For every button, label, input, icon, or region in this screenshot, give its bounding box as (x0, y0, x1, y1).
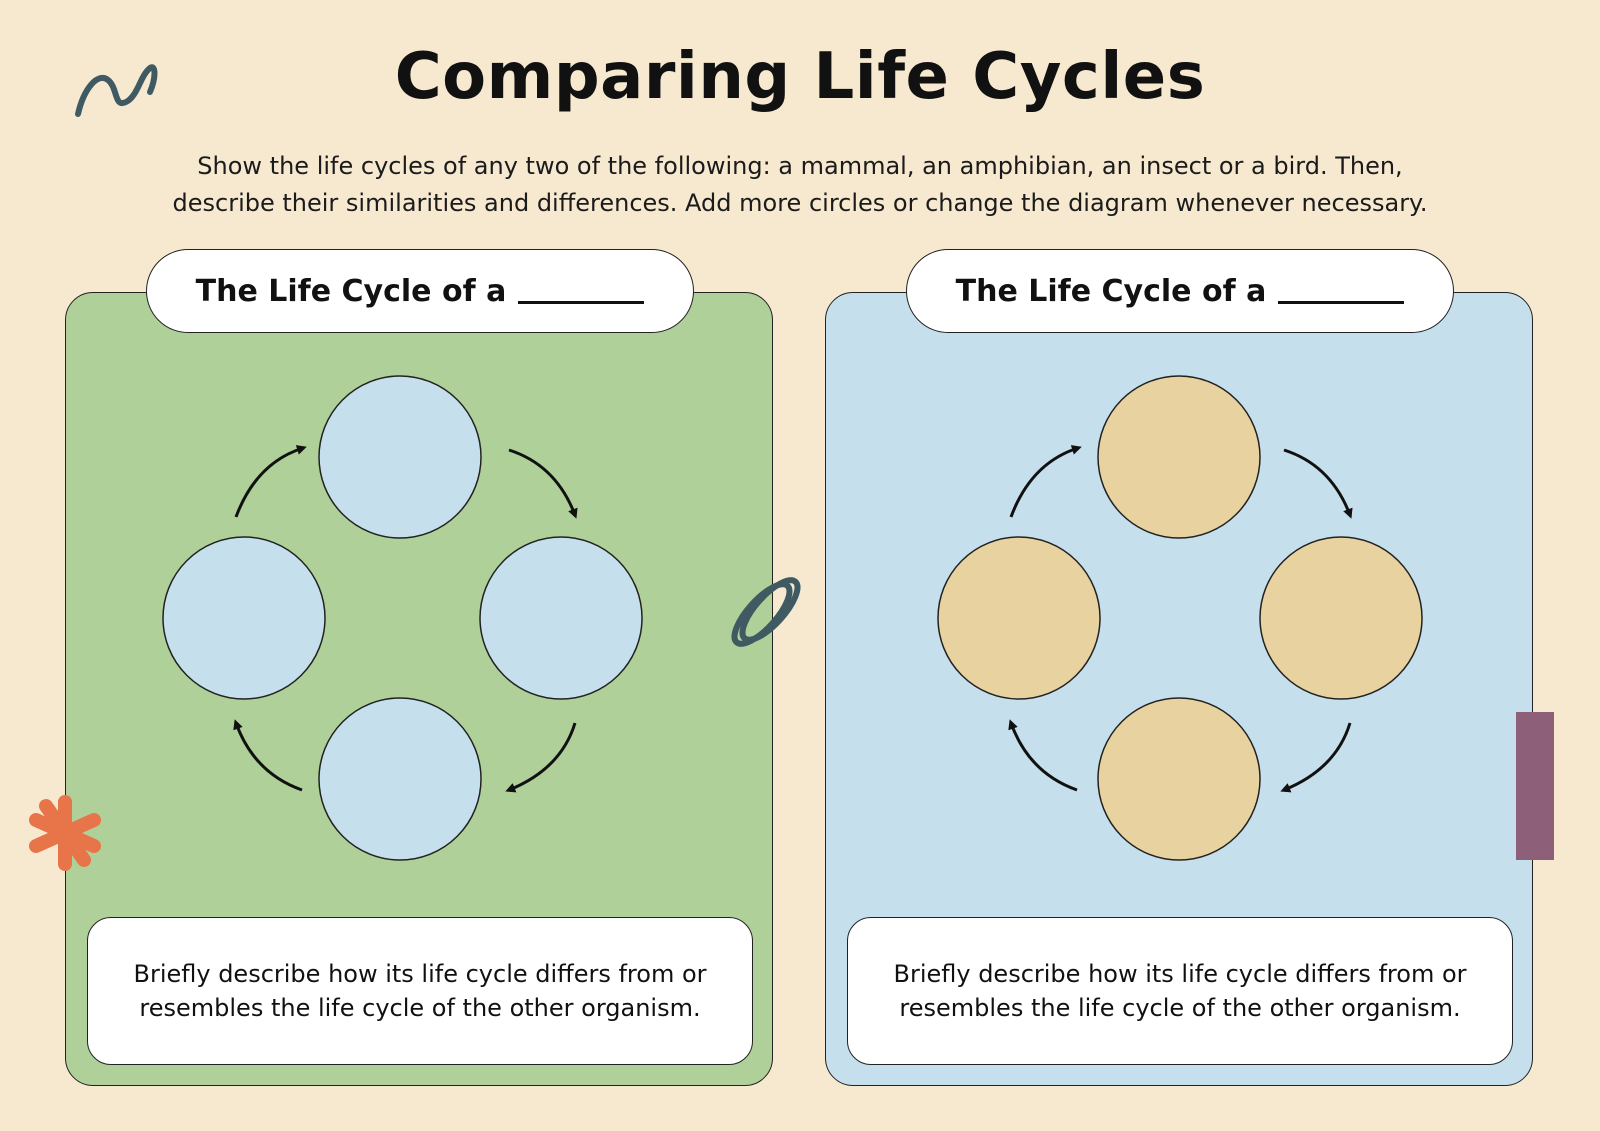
stage-circle-bottom[interactable] (318, 697, 482, 861)
arrow-top-to-right (508, 448, 578, 519)
arrow-right-to-bottom (505, 722, 577, 793)
stage-circle-top[interactable] (318, 375, 482, 539)
life-cycle-panel-left: The Life Cycle of a Briefly describe how… (65, 249, 773, 1086)
panel-title: The Life Cycle of a (195, 273, 507, 309)
page-title: Comparing Life Cycles (394, 40, 1206, 114)
tape-strip (1516, 712, 1554, 860)
arrow-left-to-top (234, 445, 307, 518)
life-cycle-panel-right: The Life Cycle of a Briefly describe how… (825, 249, 1533, 1086)
arrow-bottom-to-left (233, 719, 303, 792)
title-blank-line[interactable] (1278, 299, 1405, 304)
panel-title-pill: The Life Cycle of a (906, 249, 1454, 333)
arrow-bottom-to-left (1008, 719, 1078, 792)
instructions-line-2: describe their similarities and differen… (172, 189, 1428, 217)
arrow-left-to-top (1009, 445, 1082, 518)
paperclip-icon (731, 577, 801, 647)
panel-title-pill: The Life Cycle of a (146, 249, 694, 333)
description-text: Briefly describe how its life cycle diff… (133, 960, 707, 1022)
title-blank-line[interactable] (518, 299, 645, 304)
panel-title: The Life Cycle of a (955, 273, 1267, 309)
stage-circle-right[interactable] (1259, 536, 1423, 700)
stage-circle-left[interactable] (162, 536, 326, 700)
life-cycle-diagram (937, 375, 1423, 861)
arrow-top-to-right (1283, 448, 1353, 519)
description-box[interactable]: Briefly describe how its life cycle diff… (847, 917, 1513, 1065)
stage-circle-bottom[interactable] (1097, 697, 1261, 861)
description-box[interactable]: Briefly describe how its life cycle diff… (87, 917, 753, 1065)
stage-circle-top[interactable] (1097, 375, 1261, 539)
instructions: Show the life cycles of any two of the f… (80, 148, 1520, 222)
arrow-right-to-bottom (1280, 722, 1352, 793)
stage-circle-right[interactable] (479, 536, 643, 700)
description-text: Briefly describe how its life cycle diff… (893, 960, 1467, 1022)
starburst-icon (29, 795, 101, 871)
squiggle-icon (75, 64, 158, 117)
life-cycle-diagram (162, 375, 643, 861)
instructions-line-1: Show the life cycles of any two of the f… (197, 152, 1403, 180)
stage-circle-left[interactable] (937, 536, 1101, 700)
